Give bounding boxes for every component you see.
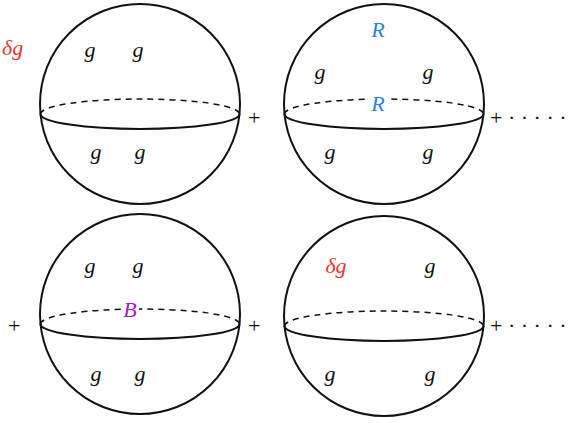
field-symbol: δg bbox=[323, 255, 348, 277]
equator-back bbox=[41, 309, 240, 324]
field-symbol: g bbox=[423, 363, 438, 385]
plus-sign: + · · · · · bbox=[490, 107, 567, 129]
field-symbol: g bbox=[89, 363, 104, 385]
plus-sign: + bbox=[248, 315, 260, 337]
sphere-circle bbox=[284, 4, 484, 204]
sphere-outline bbox=[38, 2, 242, 206]
equator-front bbox=[41, 324, 240, 339]
field-symbol: g bbox=[313, 61, 328, 83]
field-symbol: g bbox=[131, 255, 146, 277]
sphere-circle bbox=[284, 216, 484, 416]
field-symbol: g bbox=[323, 141, 338, 163]
field-symbol: g bbox=[323, 363, 338, 385]
equator-front bbox=[285, 114, 484, 129]
sphere: δg g g g bbox=[282, 214, 486, 418]
field-symbol: R bbox=[369, 19, 386, 41]
plus-sign: + · · · · · bbox=[490, 315, 567, 337]
sphere: g g g g bbox=[38, 2, 242, 206]
sphere-circle bbox=[40, 4, 240, 204]
sphere-outline bbox=[282, 214, 486, 418]
field-symbol: g bbox=[131, 39, 146, 61]
field-symbol: g bbox=[423, 255, 438, 277]
field-symbol: g bbox=[421, 141, 436, 163]
field-symbol: g bbox=[83, 39, 98, 61]
sphere-circle bbox=[40, 214, 240, 414]
prefactor: δg bbox=[2, 37, 23, 59]
sphere: ggBgg bbox=[38, 212, 242, 416]
sphere-outline bbox=[38, 212, 242, 416]
equator-front bbox=[285, 326, 484, 341]
plus-sign: + bbox=[8, 315, 20, 337]
equator-front bbox=[41, 114, 240, 129]
field-symbol: g bbox=[133, 363, 148, 385]
field-symbol: R bbox=[369, 93, 386, 115]
plus-sign: + bbox=[248, 107, 260, 129]
equator-back bbox=[285, 311, 484, 326]
sphere: RggRgg bbox=[282, 2, 486, 206]
field-symbol: g bbox=[89, 141, 104, 163]
field-symbol: g bbox=[421, 61, 436, 83]
field-symbol: g bbox=[83, 255, 98, 277]
equator-back bbox=[41, 99, 240, 114]
field-symbol: g bbox=[133, 141, 148, 163]
field-symbol: B bbox=[121, 299, 138, 321]
